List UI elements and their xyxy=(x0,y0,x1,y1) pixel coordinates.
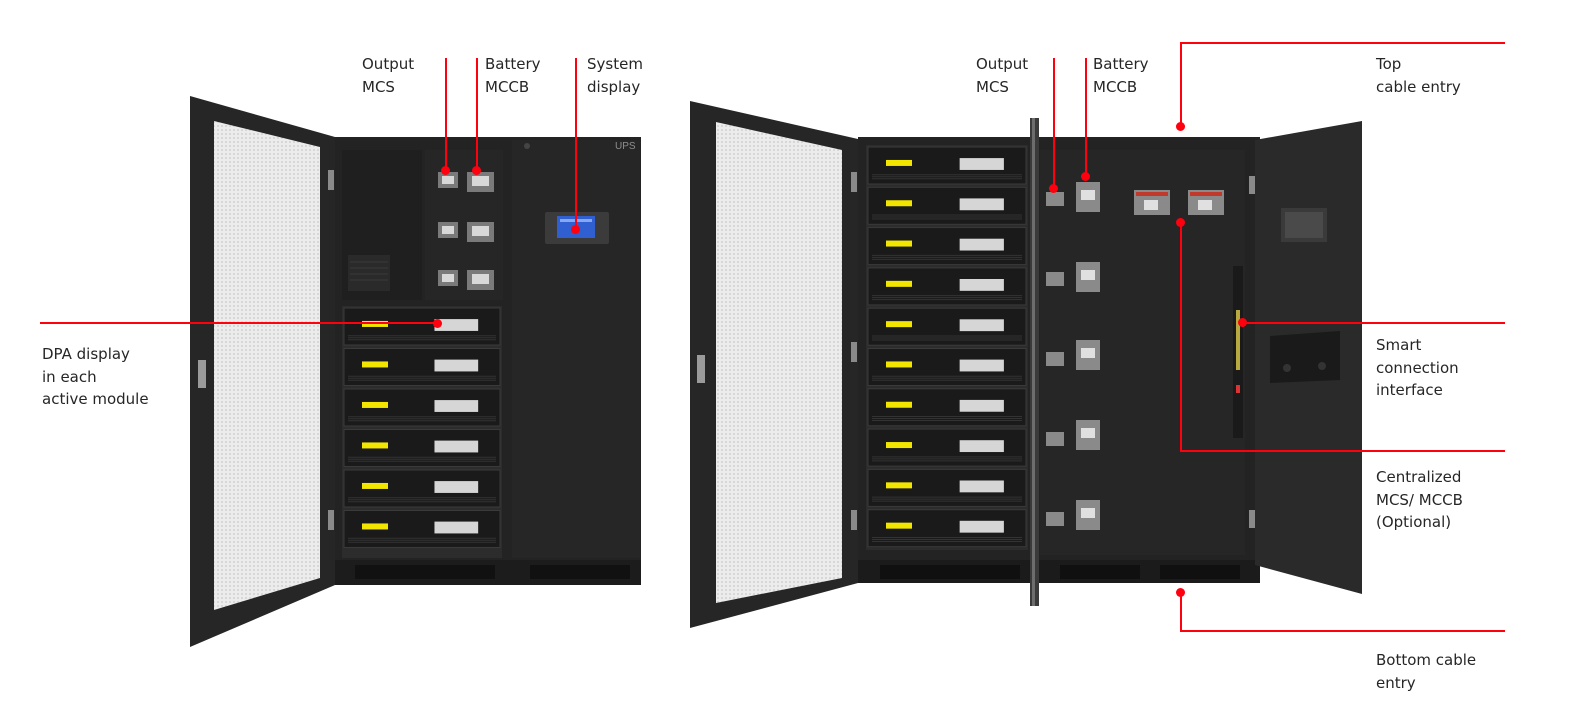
system-display-leader xyxy=(575,58,577,228)
dpa-display-marker xyxy=(433,319,442,328)
top-cable-entry-leader-v xyxy=(1180,42,1182,124)
bottom-cable-entry-marker xyxy=(1176,588,1185,597)
smart-connection-leader xyxy=(1242,322,1505,324)
right-output-mcs-label: Output MCS xyxy=(976,55,1029,96)
left-ups-cabinet: UPS xyxy=(190,96,641,647)
right-breaker-panel xyxy=(1040,150,1245,555)
left-output-mcs-label: Output MCS xyxy=(362,55,415,96)
left-cabinet-open-door xyxy=(190,96,335,647)
right-cabinet-left-door xyxy=(690,101,858,628)
right-power-module xyxy=(867,267,1027,306)
smart-connection-label: Smart connection interface xyxy=(1376,336,1459,399)
dpa-display-label: DPA display in each active module xyxy=(42,345,149,408)
left-power-module xyxy=(343,348,501,386)
dpa-display-leader xyxy=(40,322,438,324)
system-display-label: System display xyxy=(587,55,643,96)
left-power-module xyxy=(343,510,501,548)
right-battery-mccb-label: Battery MCCB xyxy=(1093,55,1149,96)
bottom-cable-entry-leader-v xyxy=(1180,594,1182,632)
centralized-mcs-mccb-label: Centralized MCS/ MCCB (Optional) xyxy=(1376,468,1463,531)
right-power-module xyxy=(867,227,1027,266)
left-battery-mccb-marker xyxy=(472,166,481,175)
right-power-module xyxy=(867,186,1027,225)
right-output-mcs-leader xyxy=(1053,58,1055,188)
right-power-module xyxy=(867,146,1027,185)
right-power-module xyxy=(867,509,1027,548)
left-output-mcs-leader xyxy=(445,58,447,170)
top-cable-entry-label: Top cable entry xyxy=(1376,55,1461,96)
right-power-module xyxy=(867,307,1027,346)
right-power-module xyxy=(867,468,1027,507)
left-power-module xyxy=(343,307,501,346)
top-cable-entry-leader-h xyxy=(1180,42,1505,44)
top-cable-entry-marker xyxy=(1176,122,1185,131)
centralized-leader-v xyxy=(1180,222,1182,452)
right-battery-mccb-marker xyxy=(1081,172,1090,181)
left-power-module xyxy=(343,429,501,467)
left-battery-mccb-leader xyxy=(476,58,478,170)
right-battery-mccb-leader xyxy=(1085,58,1087,176)
left-power-module xyxy=(343,388,501,427)
system-display-marker xyxy=(571,225,580,234)
right-power-module xyxy=(867,428,1027,467)
left-power-modules xyxy=(342,306,502,558)
right-power-module xyxy=(867,388,1027,427)
right-cabinet-right-door xyxy=(1249,121,1362,594)
centralized-marker xyxy=(1176,218,1185,227)
ups-badge: UPS xyxy=(615,141,636,152)
right-power-module xyxy=(867,348,1027,386)
right-power-modules xyxy=(867,146,1027,548)
smart-connection-marker xyxy=(1238,318,1247,327)
right-ups-cabinet xyxy=(690,101,1362,628)
left-battery-mccb-label: Battery MCCB xyxy=(485,55,541,96)
bottom-cable-entry-leader-h xyxy=(1180,630,1505,632)
left-power-module xyxy=(343,469,501,508)
left-output-mcs-marker xyxy=(441,166,450,175)
bottom-cable-entry-label: Bottom cable entry xyxy=(1376,651,1477,692)
right-output-mcs-marker xyxy=(1049,184,1058,193)
centralized-leader-h xyxy=(1180,450,1505,452)
